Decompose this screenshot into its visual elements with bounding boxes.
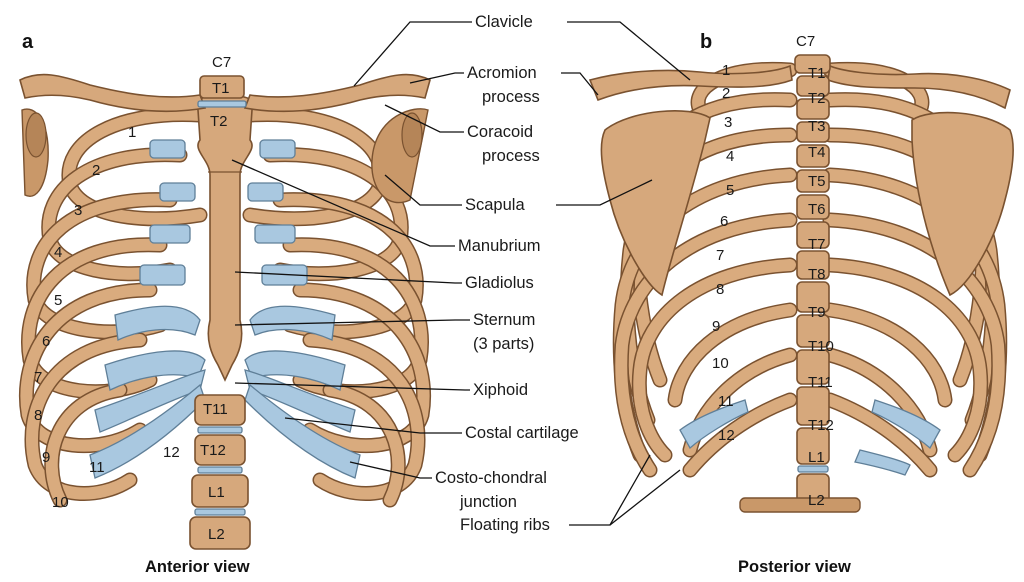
- posterior-vertebra-label: L2: [808, 492, 825, 509]
- posterior-rib-number: 5: [726, 182, 734, 199]
- posterior-rib-number: 11: [718, 393, 734, 410]
- posterior-rib-number: 9: [712, 318, 720, 335]
- costal-cartilage-label: Costal cartilage: [465, 424, 579, 442]
- posterior-scapula-right: [911, 111, 1014, 297]
- anterior-rib-number: 12: [163, 444, 180, 461]
- posterior-rib-number: 12: [718, 427, 735, 444]
- posterior-vertebra-label: L1: [808, 449, 825, 466]
- scapula-label: Scapula: [465, 196, 525, 214]
- anterior-rib-number: 3: [74, 202, 82, 219]
- anterior-rib-number: 1: [128, 124, 136, 141]
- posterior-rib-number: 3: [724, 114, 732, 131]
- anterior-vertebra-label: T2: [210, 113, 228, 130]
- leader-lines: [231, 21, 691, 526]
- anterior-lumbar-spine: [189, 394, 251, 550]
- anterior-rib-number: 8: [34, 407, 42, 424]
- posterior-view-caption: Posterior view: [738, 558, 851, 576]
- posterior-rib-number: 7: [716, 247, 724, 264]
- posterior-vertebra-label: T9: [808, 304, 826, 321]
- anterior-rib-number: 7: [34, 369, 42, 386]
- costochondral-label-2: junction: [459, 493, 517, 511]
- xiphoid-label: Xiphoid: [473, 381, 528, 399]
- acromion-label: Acromion: [467, 64, 537, 82]
- anterior-clavicle-right: [243, 73, 431, 113]
- anterior-rib-number: 6: [42, 333, 50, 350]
- posterior-vertebra-label: T10: [808, 338, 834, 355]
- anterior-costal-cartilage: [89, 139, 361, 479]
- manubrium-label: Manubrium: [458, 237, 541, 255]
- anterior-rib-number: 11: [89, 459, 105, 476]
- anterior-vertebra-label: T11: [203, 401, 228, 418]
- anterior-vertebra-label: T1: [212, 80, 230, 97]
- posterior-vertebra-label: T11: [808, 374, 833, 391]
- annotation-labels: a b Clavicle Acromion process Coracoid p…: [22, 13, 851, 576]
- anterior-clavicle-left: [19, 73, 207, 113]
- anterior-vertebra-label: T12: [200, 442, 226, 459]
- posterior-rib-number: 10: [712, 355, 729, 372]
- posterior-vertebra-label: T12: [808, 417, 834, 434]
- posterior-vertebra-label: T1: [808, 65, 826, 82]
- sternum-label: Sternum: [473, 311, 535, 329]
- anterior-view-caption: Anterior view: [145, 558, 250, 576]
- anterior-rib-number: 4: [54, 244, 62, 261]
- posterior-scapula-left: [600, 110, 711, 297]
- posterior-clavicle-left: [588, 64, 793, 102]
- anterior-rib-number: 10: [52, 494, 69, 511]
- anterior-vertebra-label: L1: [208, 484, 225, 501]
- posterior-rib-number: 8: [716, 281, 724, 298]
- anterior-vertebra-label: C7: [212, 54, 231, 71]
- posterior-rib-number: 2: [722, 85, 730, 102]
- posterior-vertebra-label: T3: [808, 118, 826, 135]
- posterior-vertebra-label: T4: [808, 144, 826, 161]
- anterior-ribs: [18, 106, 432, 508]
- posterior-vertebra-label: T8: [808, 266, 826, 283]
- posterior-vertebra-label: T7: [808, 236, 826, 253]
- posterior-vertebral-column: [739, 54, 861, 513]
- coracoid-label: Coracoid: [467, 123, 533, 141]
- anterior-rib-number: 5: [54, 292, 62, 309]
- coracoid-label-2: process: [482, 147, 540, 165]
- costochondral-label: Costo-chondral: [435, 469, 547, 487]
- posterior-thorax: C7 T1 T2 T3 T4 T5 T6 T7 T8 T9 T10 T11 T1…: [588, 33, 1014, 513]
- posterior-rib-number: 1: [722, 62, 730, 79]
- floating-ribs-label: Floating ribs: [460, 516, 550, 534]
- posterior-vertebra-label: C7: [796, 33, 815, 50]
- posterior-vertebra-label: T2: [808, 90, 826, 107]
- sternum-label-2: (3 parts): [473, 335, 534, 353]
- anterior-vertebra-label: L2: [208, 526, 225, 543]
- clavicle-label: Clavicle: [475, 13, 533, 31]
- anterior-rib-number: 9: [42, 449, 50, 466]
- posterior-vertebra-label: T5: [808, 173, 826, 190]
- sternum: [195, 94, 255, 382]
- posterior-vertebra-label: T6: [808, 201, 826, 218]
- posterior-rib-number: 6: [720, 213, 728, 230]
- anterior-thorax: C7 T1 T2 T11 T12 L1 L2 1 2 3 4 5 6 7 8 9…: [18, 54, 432, 550]
- acromion-label-2: process: [482, 88, 540, 106]
- gladiolus-label: Gladiolus: [465, 274, 534, 292]
- posterior-rib-number: 4: [726, 148, 734, 165]
- panel-letter-a: a: [22, 31, 34, 53]
- panel-letter-b: b: [700, 31, 712, 53]
- posterior-costal-cartilage: [679, 399, 941, 476]
- anterior-rib-number: 2: [92, 162, 100, 179]
